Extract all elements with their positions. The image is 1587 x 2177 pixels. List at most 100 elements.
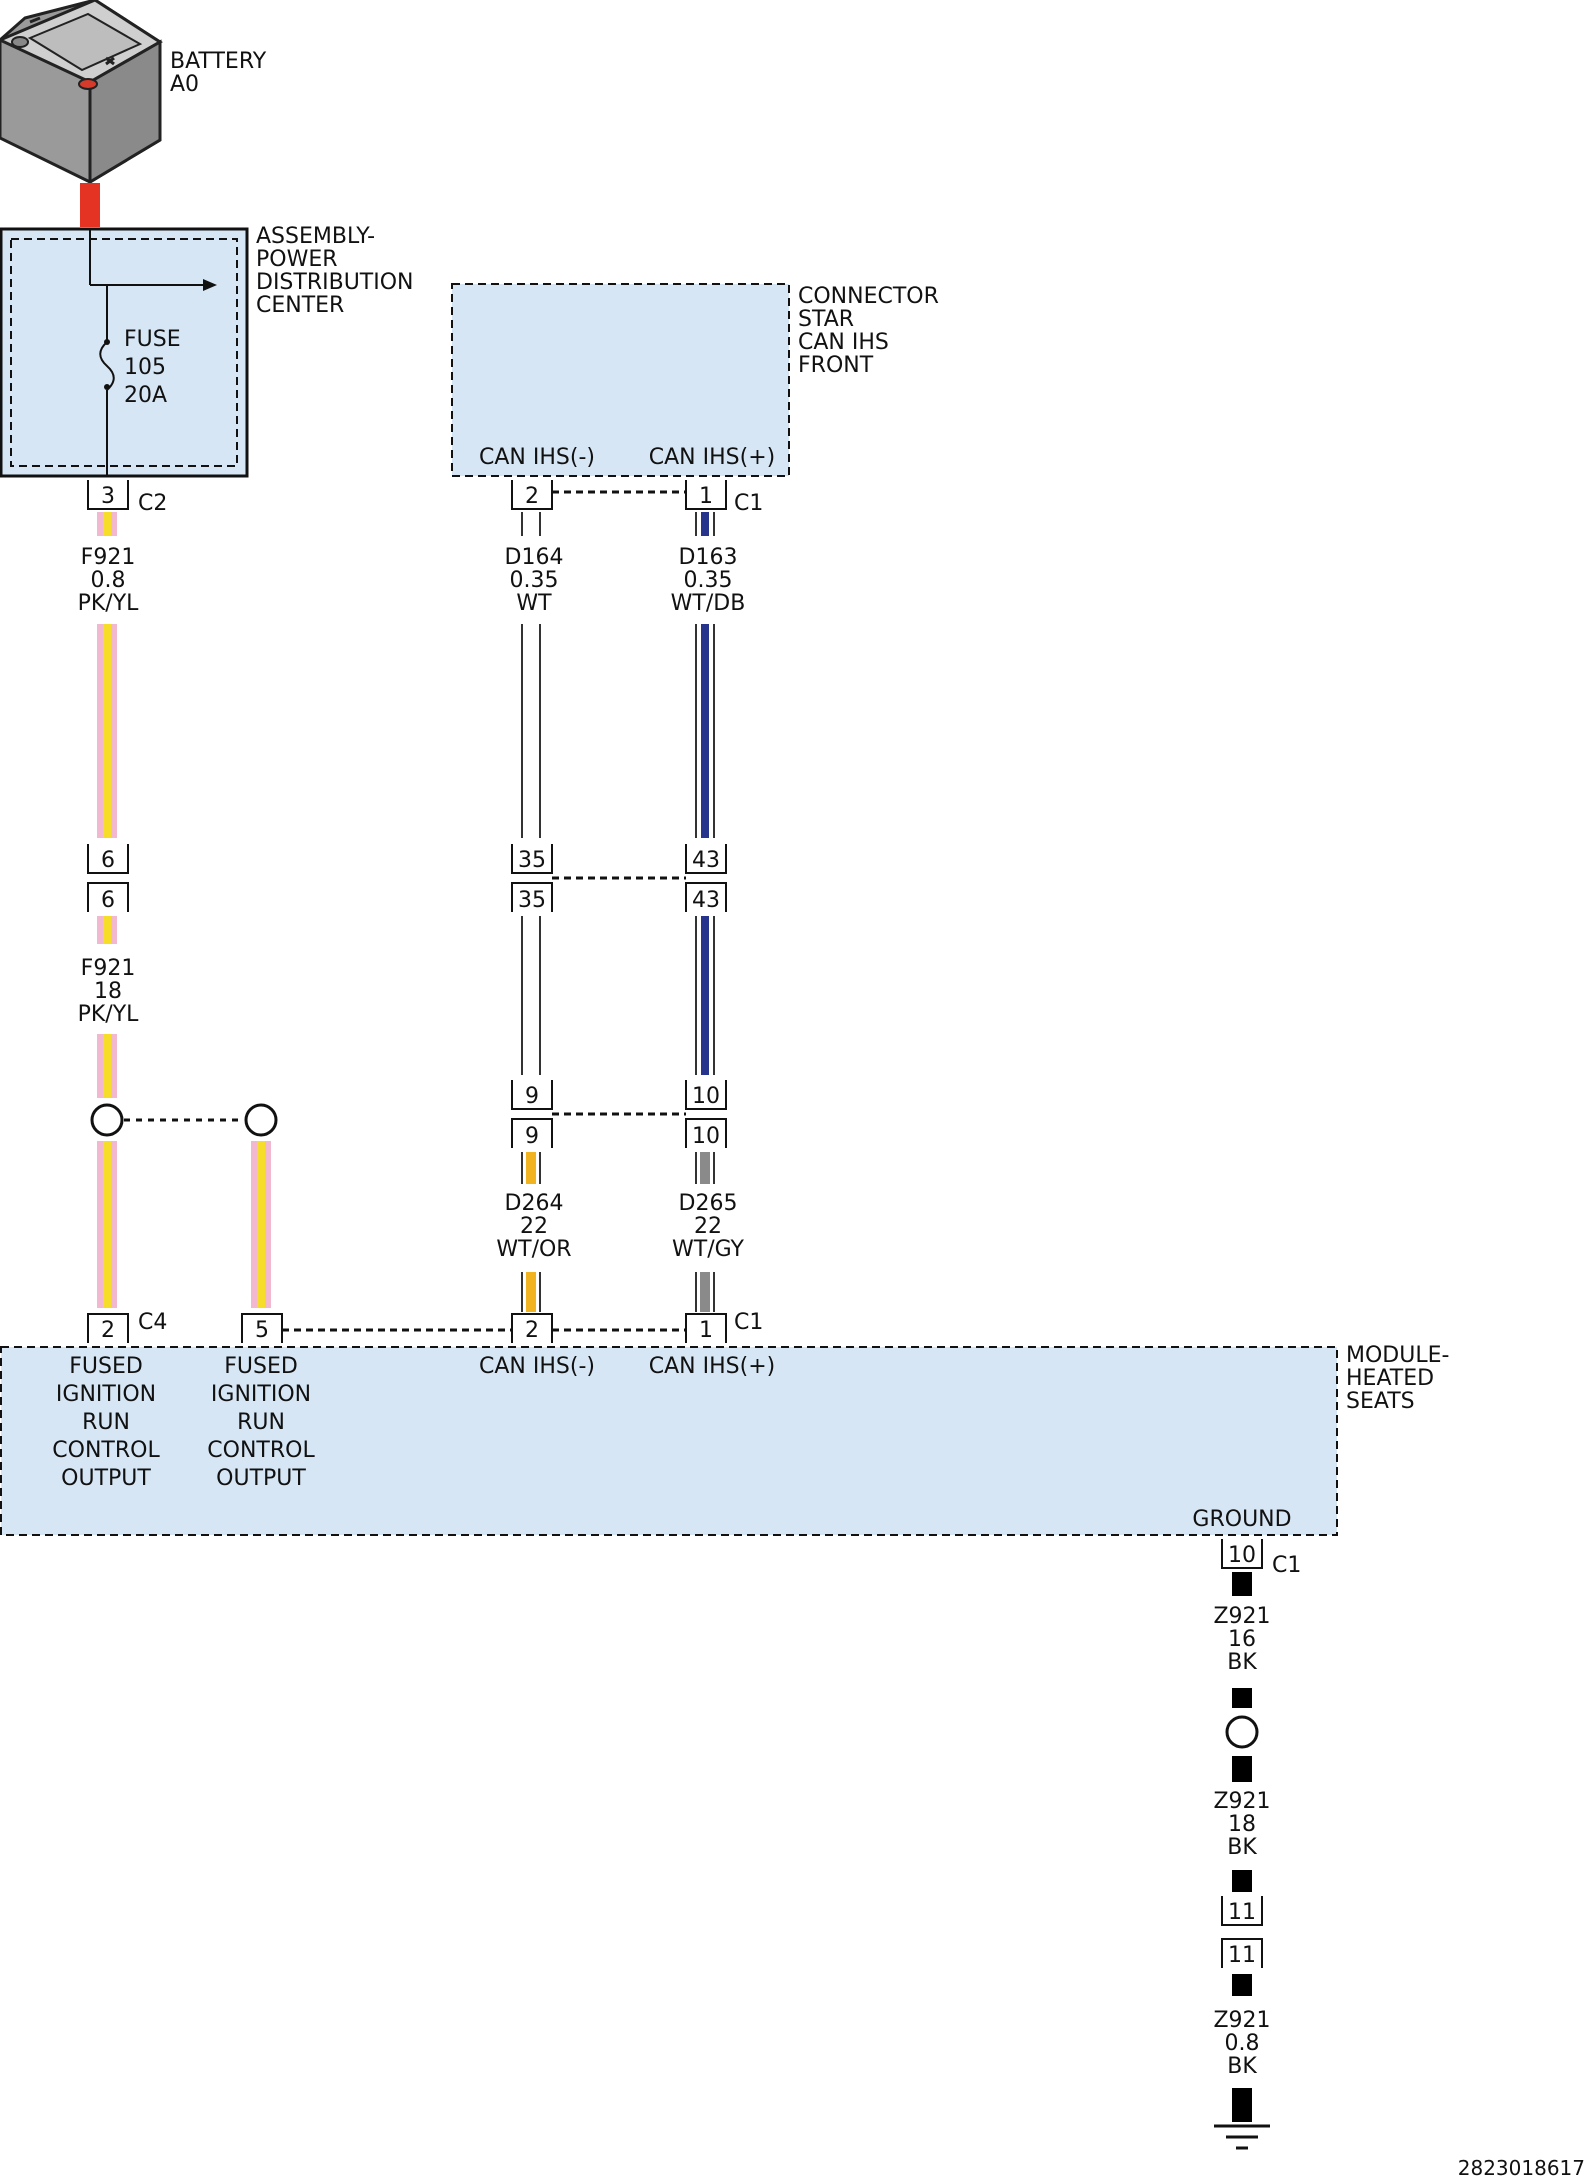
svg-text:35: 35 bbox=[518, 848, 546, 873]
svg-text:6: 6 bbox=[101, 848, 115, 873]
wire-z921-c-line2: 0.8 bbox=[1225, 2031, 1260, 2056]
wire-f921-b-line3: PK/YL bbox=[78, 1002, 140, 1027]
wire-z921-b-line2: 18 bbox=[1228, 1812, 1256, 1837]
star-pin-1: 1 bbox=[685, 480, 727, 510]
battery-icon bbox=[0, 0, 163, 185]
svg-text:2: 2 bbox=[101, 1318, 115, 1343]
svg-text:3: 3 bbox=[101, 484, 115, 509]
module-pin5-label: FUSED IGNITION RUN CONTROL OUTPUT bbox=[207, 1354, 315, 1491]
wire-d163-line3: WT/DB bbox=[671, 591, 746, 616]
star-label-line3: CAN IHS bbox=[798, 330, 889, 355]
fuse-label-line2: 105 bbox=[124, 355, 166, 380]
pdc-label-line1: ASSEMBLY- bbox=[256, 224, 375, 249]
module-can-plus-label: CAN IHS(+) bbox=[649, 1354, 775, 1379]
wire-f921-a-segment bbox=[97, 512, 117, 838]
wire-f921-a-line2: 0.8 bbox=[91, 568, 126, 593]
wire-d264-line3: WT/OR bbox=[496, 1237, 571, 1262]
arrow-icon bbox=[203, 279, 217, 291]
inline-pin-35-bot: 35 bbox=[511, 882, 553, 913]
module-ground-label: GROUND bbox=[1192, 1507, 1291, 1532]
wire-d265-line2: 22 bbox=[694, 1214, 722, 1239]
svg-text:RUN: RUN bbox=[82, 1410, 130, 1435]
wire-d264-line1: D264 bbox=[505, 1191, 564, 1216]
star-label-line4: FRONT bbox=[798, 353, 874, 378]
svg-text:9: 9 bbox=[525, 1124, 539, 1149]
svg-text:OUTPUT: OUTPUT bbox=[216, 1466, 306, 1491]
wire-d265-segment bbox=[695, 1152, 715, 1312]
module-c1-connector-id: C1 bbox=[734, 1310, 763, 1335]
wire-z921-c-line1: Z921 bbox=[1213, 2008, 1270, 2033]
svg-text:43: 43 bbox=[692, 848, 720, 873]
wire-z921-a-line2: 16 bbox=[1228, 1627, 1256, 1652]
pdc-pin-3: 3 bbox=[87, 480, 129, 510]
svg-text:2: 2 bbox=[525, 484, 539, 509]
svg-text:9: 9 bbox=[525, 1084, 539, 1109]
svg-text:FUSED: FUSED bbox=[69, 1354, 143, 1379]
wire-d163-line2: 0.35 bbox=[684, 568, 733, 593]
ground-icon bbox=[1214, 2124, 1270, 2150]
svg-text:1: 1 bbox=[699, 1318, 713, 1343]
wire-d264-segment bbox=[521, 1152, 541, 1312]
star-label-line2: STAR bbox=[798, 307, 854, 332]
wire-f921-a-line3: PK/YL bbox=[78, 591, 140, 616]
splice-ground-icon bbox=[1225, 1715, 1259, 1749]
svg-text:43: 43 bbox=[692, 888, 720, 913]
diagram-id: 2823018617 bbox=[1458, 2156, 1585, 2177]
inline-pin-10-top: 10 bbox=[685, 1080, 727, 1110]
svg-text:10: 10 bbox=[1228, 1543, 1256, 1568]
inline-pin-35-top: 35 bbox=[511, 844, 553, 874]
power-distribution-center bbox=[0, 227, 249, 478]
star-pin-2: 2 bbox=[511, 480, 553, 510]
wire-d164-segment bbox=[521, 512, 541, 1075]
connector-star-box bbox=[451, 283, 790, 477]
svg-text:IGNITION: IGNITION bbox=[211, 1382, 311, 1407]
pdc-connector-id: C2 bbox=[138, 491, 167, 516]
pdc-label-line4: CENTER bbox=[256, 293, 344, 318]
module-pin-1-c1: 1 bbox=[685, 1313, 727, 1343]
svg-text:FUSED: FUSED bbox=[224, 1354, 298, 1379]
inline-pin-9-top: 9 bbox=[511, 1080, 553, 1110]
svg-text:35: 35 bbox=[518, 888, 546, 913]
svg-text:IGNITION: IGNITION bbox=[56, 1382, 156, 1407]
svg-text:1: 1 bbox=[699, 484, 713, 509]
wire-z921-c-line3: BK bbox=[1227, 2054, 1257, 2079]
battery-label-line1: BATTERY bbox=[170, 49, 267, 74]
svg-text:OUTPUT: OUTPUT bbox=[61, 1466, 151, 1491]
inline-pin-9-bot: 9 bbox=[511, 1118, 553, 1149]
inline-pin-11-bot: 11 bbox=[1221, 1938, 1263, 1968]
fuse-label-line3: 20A bbox=[124, 383, 167, 408]
svg-text:2: 2 bbox=[525, 1318, 539, 1343]
pdc-label-line2: POWER bbox=[256, 247, 338, 272]
star-pin-minus-label: CAN IHS(-) bbox=[479, 445, 595, 470]
module-label-line1: MODULE- bbox=[1346, 1343, 1449, 1368]
svg-text:CONTROL: CONTROL bbox=[52, 1438, 160, 1463]
svg-text:10: 10 bbox=[692, 1084, 720, 1109]
wire-z921-a-line1: Z921 bbox=[1213, 1604, 1270, 1629]
inline-pin-10-bot: 10 bbox=[685, 1118, 727, 1149]
battery-label-line2: A0 bbox=[170, 72, 199, 97]
splice-right-icon bbox=[244, 1103, 278, 1137]
pdc-label-line3: DISTRIBUTION bbox=[256, 270, 414, 295]
module-c4-connector-id: C4 bbox=[138, 1310, 167, 1335]
wire-d265-line1: D265 bbox=[679, 1191, 738, 1216]
svg-text:6: 6 bbox=[101, 888, 115, 913]
wire-f921-b-segment bbox=[97, 916, 271, 1308]
wire-z921-b-line1: Z921 bbox=[1213, 1789, 1270, 1814]
star-pin-plus-label: CAN IHS(+) bbox=[649, 445, 775, 470]
svg-text:11: 11 bbox=[1228, 1943, 1256, 1968]
star-connector-id: C1 bbox=[734, 491, 763, 516]
module-can-minus-label: CAN IHS(-) bbox=[479, 1354, 595, 1379]
wire-d164-line1: D164 bbox=[505, 545, 564, 570]
wire-f921-a-line1: F921 bbox=[81, 545, 136, 570]
module-pin-10-c1: 10 bbox=[1221, 1539, 1263, 1569]
module-pin-2-c4: 2 bbox=[87, 1313, 129, 1343]
wire-z921-segment bbox=[1232, 1572, 1252, 2122]
inline-pin-11-top: 11 bbox=[1221, 1896, 1263, 1926]
module-label-line2: HEATED bbox=[1346, 1366, 1434, 1391]
battery-lead bbox=[80, 183, 100, 227]
wire-f921-b-line1: F921 bbox=[81, 956, 136, 981]
inline-pin-6-bot: 6 bbox=[87, 882, 129, 913]
wire-d265-line3: WT/GY bbox=[672, 1237, 745, 1262]
module-heated-seats-box bbox=[0, 1346, 1338, 1536]
